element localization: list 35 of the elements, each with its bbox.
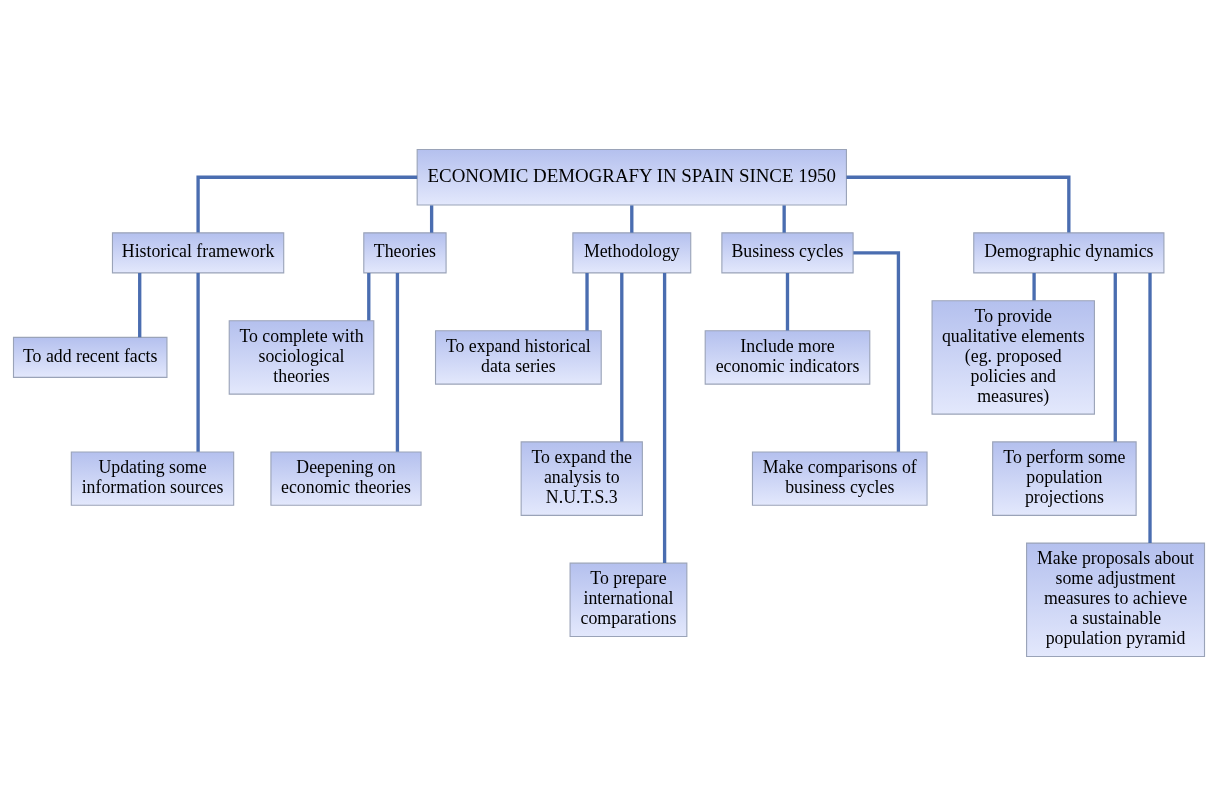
connector	[1113, 272, 1117, 442]
connector	[620, 272, 624, 442]
node-box: To complete with sociological theories	[228, 319, 375, 395]
node-box: Historical framework	[111, 231, 285, 273]
connector	[853, 250, 901, 452]
node-box: To expand the analysis to N.U.T.S.3	[520, 440, 643, 516]
node-box: To add recent facts	[12, 336, 168, 378]
connector	[782, 204, 786, 233]
connector	[630, 204, 634, 233]
node-box: To expand historical data series	[434, 329, 602, 385]
connector	[1032, 272, 1036, 300]
connector	[662, 272, 667, 563]
node-box: Include more economic indicators	[704, 329, 871, 385]
node-box: Updating some information sources	[70, 450, 235, 506]
connector	[846, 175, 1071, 233]
node-box: Business cycles	[721, 231, 854, 273]
node-box: To prepare international comparations	[569, 562, 688, 637]
node-box: Make comparisons of business cycles	[751, 450, 928, 506]
connector	[196, 272, 200, 452]
node-box: Demographic dynamics	[973, 231, 1165, 273]
connector	[585, 272, 589, 331]
connector	[429, 204, 434, 233]
connector	[367, 272, 371, 320]
node-box: Theories	[363, 231, 447, 273]
connector	[785, 272, 790, 331]
node-box: Methodology	[572, 231, 692, 273]
connector	[196, 175, 418, 233]
connector	[1148, 272, 1152, 543]
node-box: To provide qualitative elements (eg. proposed policies and measures)	[931, 299, 1095, 415]
node-box: Make proposals about some adjustment measures to achieve a sustainable population pyramid	[1026, 542, 1206, 657]
connector	[138, 272, 142, 337]
node-box: To perform some population projections	[992, 440, 1137, 516]
connector	[395, 272, 400, 452]
node-box: ECONOMIC DEMOGRAFY IN SPAIN SINCE 1950	[416, 148, 847, 206]
node-box: Deepening on economic theories	[270, 450, 422, 506]
